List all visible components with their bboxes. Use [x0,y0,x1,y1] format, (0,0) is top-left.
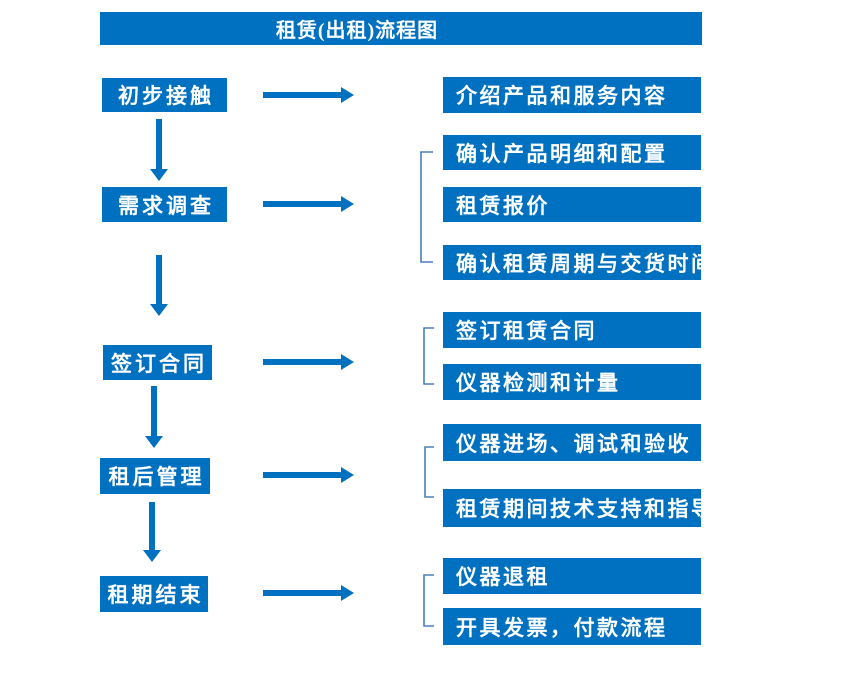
detail-label: 仪器退租 [456,565,550,589]
detail-box-introduce-products: 介绍产品和服务内容 [443,77,701,113]
right-arrow-icon [263,467,354,483]
detail-box-technical-support: 租赁期间技术支持和指导 [443,489,712,527]
title-bar: 租赁(出租)流程图 [100,12,702,45]
step-box-initial-contact: 初步接触 [102,78,227,112]
detail-box-confirm-rental-period: 确认租赁周期与交货时间 [443,245,712,280]
detail-label: 仪器检测和计量 [456,371,621,395]
step-box-post-rental-management: 租后管理 [100,458,210,494]
right-arrow-icon [263,87,354,103]
right-arrow-icon [263,585,354,601]
step-label: 租期结束 [107,583,204,607]
step-label: 签订合同 [111,351,207,376]
detail-box-instrument-return: 仪器退租 [443,558,701,594]
detail-label: 介绍产品和服务内容 [456,84,668,108]
group-bracket [420,151,433,263]
detail-label: 租赁期间技术支持和指导 [456,497,715,521]
right-arrow-icon [263,354,354,370]
detail-label: 租赁报价 [456,193,550,218]
down-arrow-icon [143,502,161,562]
detail-box-instrument-setup-acceptance: 仪器进场、调试和验收 [443,424,701,461]
detail-box-instrument-testing: 仪器检测和计量 [443,364,701,400]
step-label: 租后管理 [108,465,205,489]
step-box-rental-end: 租期结束 [100,576,208,612]
right-arrow-icon [263,196,354,212]
group-bracket [424,446,434,498]
detail-label: 仪器进场、调试和验收 [456,431,691,456]
detail-box-sign-rental-contract: 签订租赁合同 [443,312,701,348]
detail-label: 开具发票，付款流程 [456,615,668,640]
detail-label: 确认租赁周期与交货时间 [456,251,715,276]
detail-box-confirm-product-details: 确认产品明细和配置 [443,135,701,170]
step-label: 初步接触 [118,84,214,108]
down-arrow-icon [150,119,168,181]
detail-label: 签订租赁合同 [456,319,597,343]
step-box-sign-contract: 签订合同 [103,345,212,380]
down-arrow-icon [150,255,168,316]
detail-box-rental-quote: 租赁报价 [443,187,701,222]
page-title: 租赁(出租)流程图 [275,20,439,42]
group-bracket [423,574,434,627]
group-bracket [423,327,434,385]
down-arrow-icon [145,386,163,448]
step-box-demand-survey: 需求调查 [102,187,227,222]
step-label: 需求调查 [118,193,214,218]
detail-label: 确认产品明细和配置 [456,141,668,166]
detail-box-invoice-payment: 开具发票，付款流程 [443,608,701,645]
